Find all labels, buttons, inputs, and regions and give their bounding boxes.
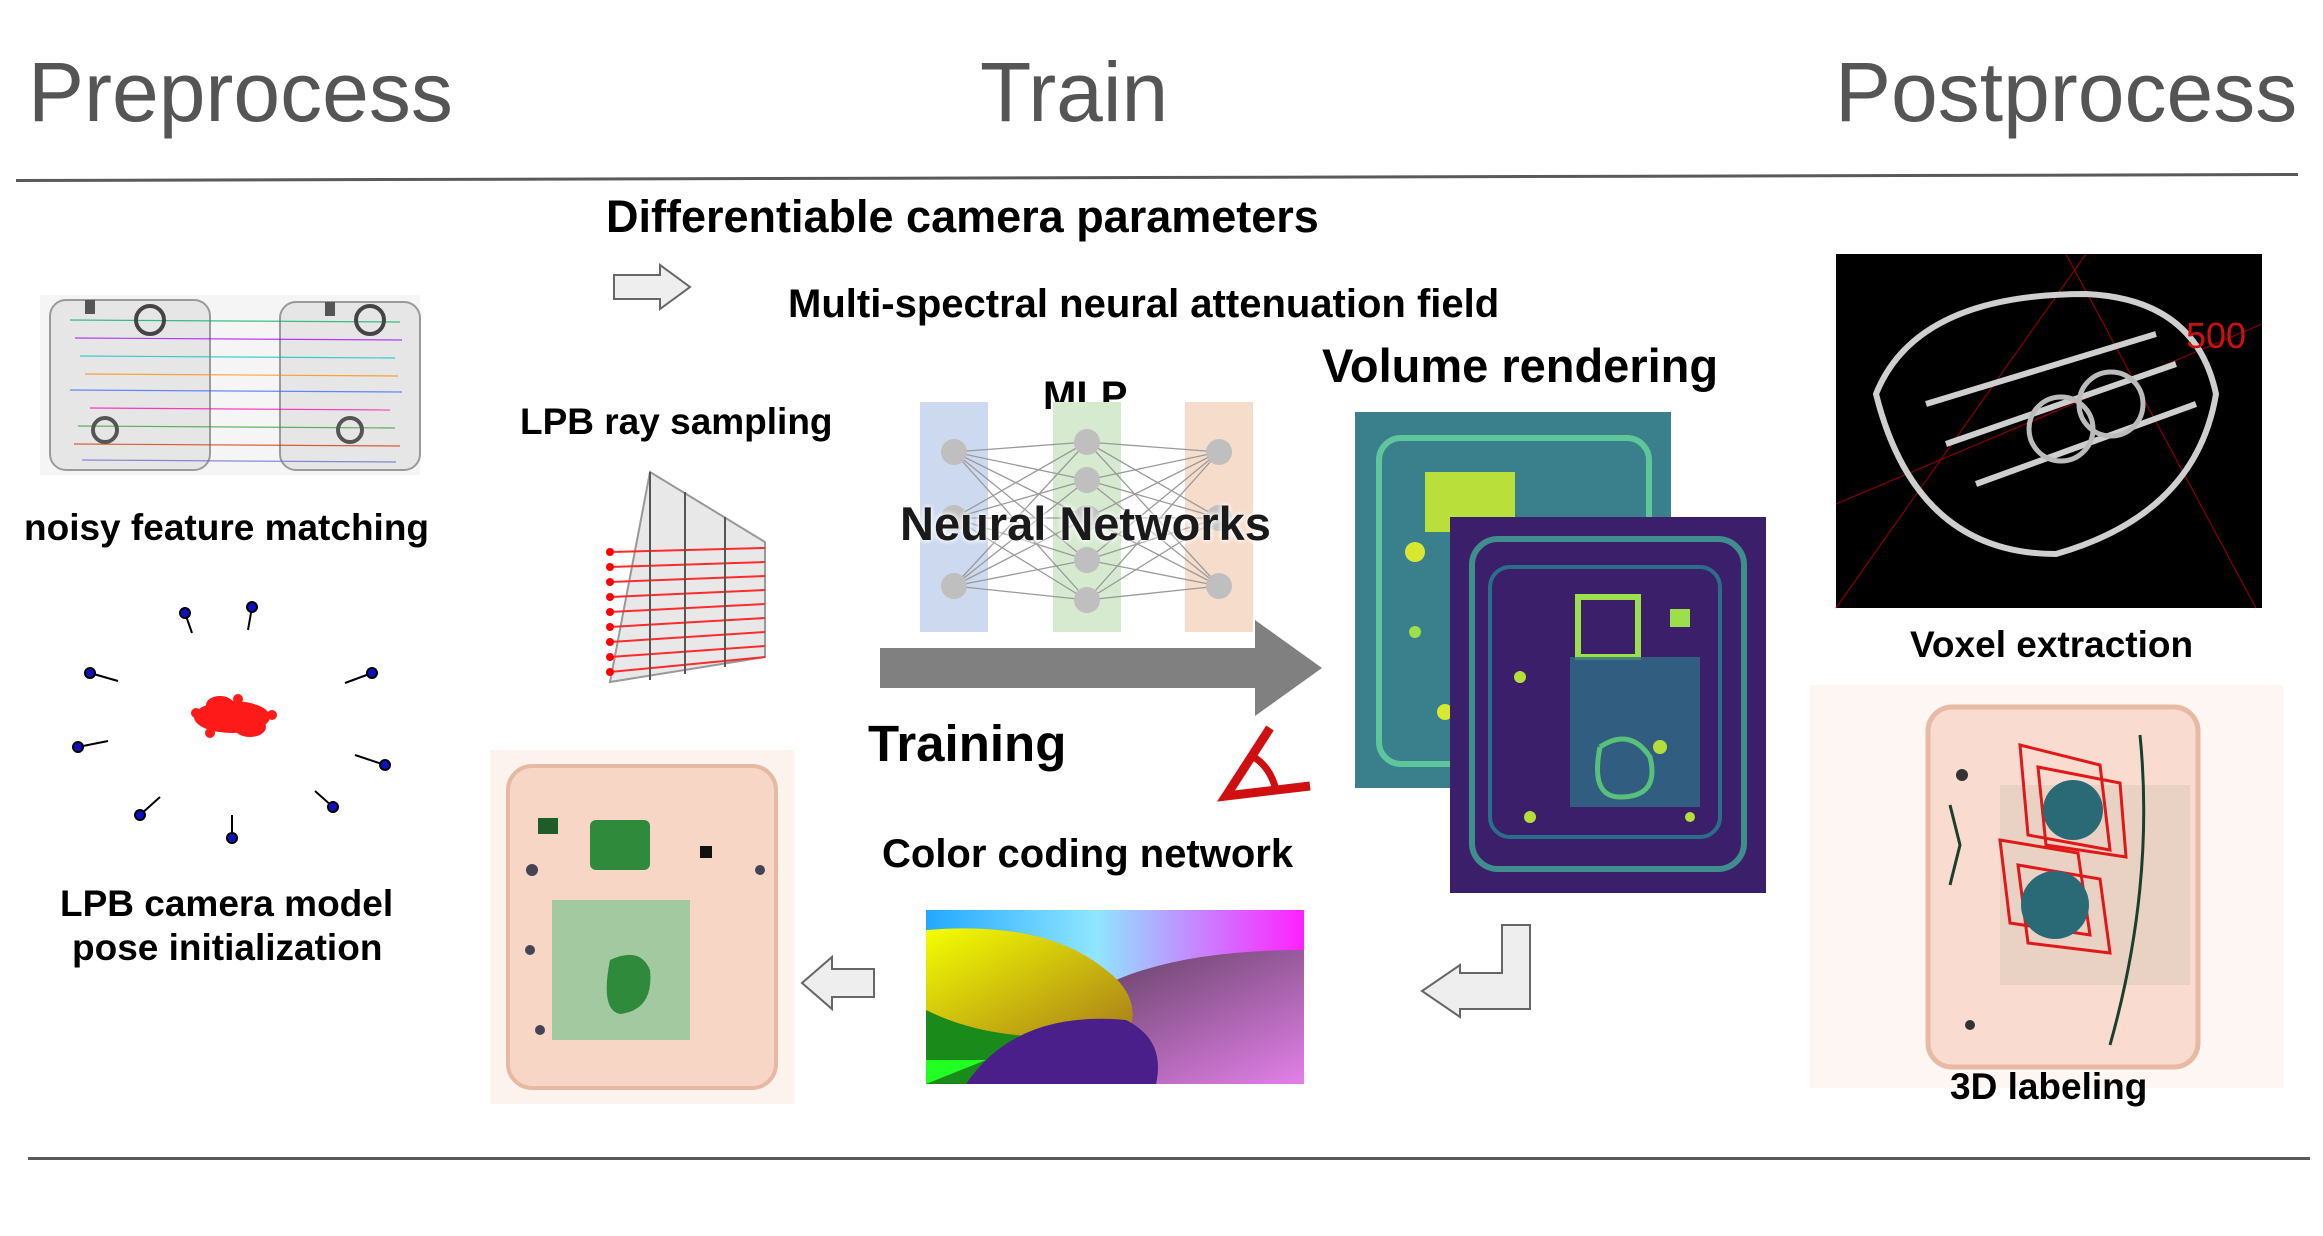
label-voxel-extraction: Voxel extraction [1910, 624, 2194, 665]
label-noisy-feature-matching: noisy feature matching [24, 507, 430, 548]
camera-pose-marker [379, 759, 391, 771]
label-multispectral-field: Multi-spectral neural attenuation field [788, 282, 1500, 326]
camera-pose-marker [246, 601, 258, 613]
color-coding-map [926, 910, 1304, 1084]
label-differentiable-camera: Differentiable camera parameters [606, 191, 1319, 242]
camera-pose-marker [226, 832, 238, 844]
camera-pose-marker [366, 667, 378, 679]
point-cloud-cluster [191, 694, 277, 738]
header-train: Train [980, 45, 1169, 139]
label-volume-rendering: Volume rendering [1322, 339, 1719, 392]
colorized-xray-output [490, 750, 794, 1104]
camera-pose-marker [179, 607, 191, 619]
camera-pose-marker [134, 809, 146, 821]
camera-pose-marker [72, 741, 84, 753]
mlp-network-diagram [920, 402, 1253, 632]
label-lpb-ray-sampling: LPB ray sampling [520, 401, 833, 442]
rendered-image-purple [1450, 517, 1766, 893]
top-divider [15, 173, 2298, 182]
angle-loss-icon [1217, 725, 1311, 802]
bottom-divider [28, 1157, 2310, 1160]
label-3d-labeling: 3D labeling [1950, 1066, 2148, 1107]
label-camera-model-line1: LPB camera model [60, 883, 394, 924]
header-preprocess: Preprocess [28, 45, 453, 139]
camera-pose-marker [84, 667, 96, 679]
ray-sampling-diagram [606, 470, 766, 684]
feature-matching-image [40, 295, 421, 475]
left-arrow [800, 954, 875, 1012]
camera-pose-marker [327, 801, 339, 813]
training-arrow [880, 620, 1322, 716]
voxel-count-text: 500 [2186, 315, 2246, 356]
camera-pose-plot [72, 601, 391, 844]
label-color-coding-network: Color coding network [882, 832, 1294, 876]
labeling-xray-image [1810, 685, 2283, 1088]
label-training: Training [868, 715, 1067, 772]
small-right-arrow [613, 263, 692, 311]
return-arrow [1420, 924, 1531, 1019]
label-camera-model-line2: pose initialization [72, 927, 383, 968]
voxel-extraction-render: 500 [1835, 253, 2263, 609]
label-neural-networks: Neural Networks [900, 497, 1271, 550]
header-postprocess: Postprocess [1835, 45, 2298, 139]
